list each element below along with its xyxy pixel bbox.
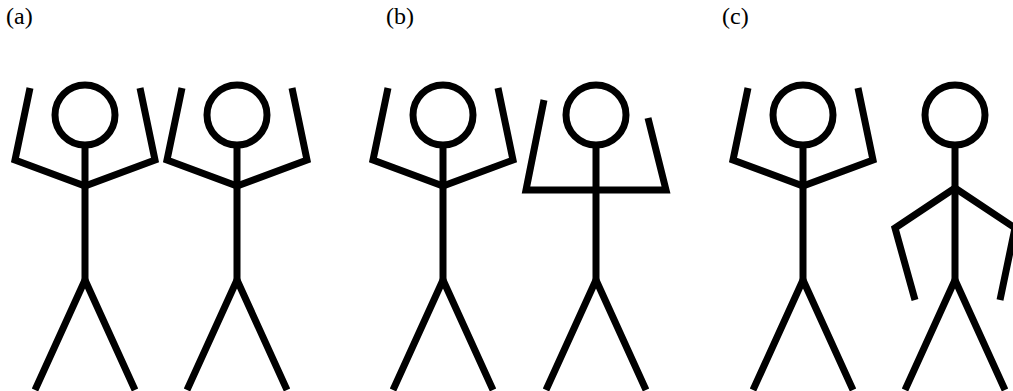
panel-label: (c) xyxy=(722,4,749,28)
stick-figure xyxy=(526,85,666,390)
stick-figure xyxy=(373,85,513,390)
stick-figure xyxy=(15,85,155,390)
stick-figure xyxy=(895,85,1013,390)
stick-figure xyxy=(167,85,307,390)
stick-figure xyxy=(733,85,873,390)
panel-label: (b) xyxy=(386,4,414,28)
panel-label: (a) xyxy=(6,4,33,28)
